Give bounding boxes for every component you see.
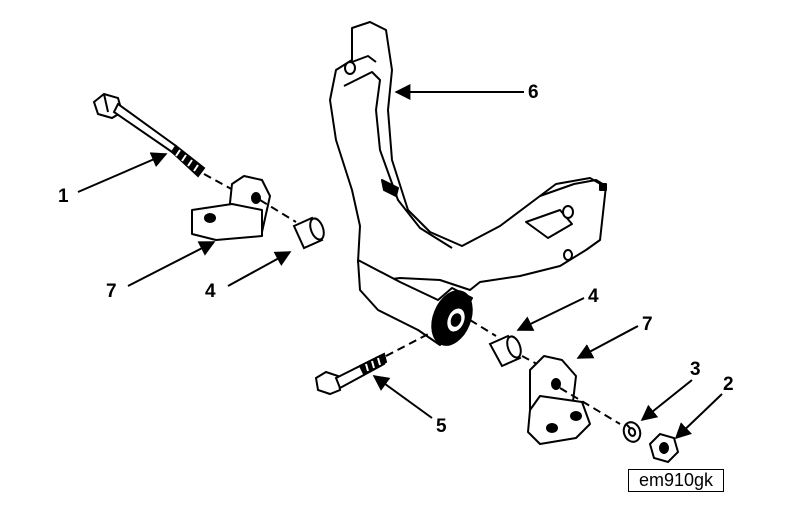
callout-5: 5 — [436, 416, 447, 437]
assembly-line-4 — [469, 319, 497, 337]
part-1-long-bolt — [92, 92, 206, 178]
part-6-mounting-bracket — [329, 21, 607, 346]
assembly-line-3 — [385, 329, 437, 357]
callout-6: 6 — [528, 82, 539, 103]
part-7-right-l-bracket — [527, 355, 591, 445]
part-4-left-spacer — [292, 216, 325, 250]
callout-4-left: 4 — [205, 281, 216, 302]
callout-7-right: 7 — [642, 314, 653, 335]
leader-arrows — [77, 84, 723, 440]
assembly-line-1 — [203, 173, 245, 197]
part-7-left-l-bracket — [191, 175, 271, 241]
callout-7-left: 7 — [106, 281, 117, 302]
callout-2: 2 — [723, 374, 734, 395]
assembly-line-2 — [259, 199, 297, 223]
assembly-line-6 — [559, 387, 621, 425]
figure-code-label: em910gk — [628, 469, 724, 492]
part-4-right-spacer — [488, 334, 522, 368]
callout-1: 1 — [58, 186, 69, 207]
part-5-short-bolt — [314, 352, 388, 396]
callout-3: 3 — [690, 359, 701, 380]
part-2-nut — [648, 432, 680, 464]
part-3-lock-washer — [622, 421, 642, 443]
callout-4-right: 4 — [588, 286, 599, 307]
